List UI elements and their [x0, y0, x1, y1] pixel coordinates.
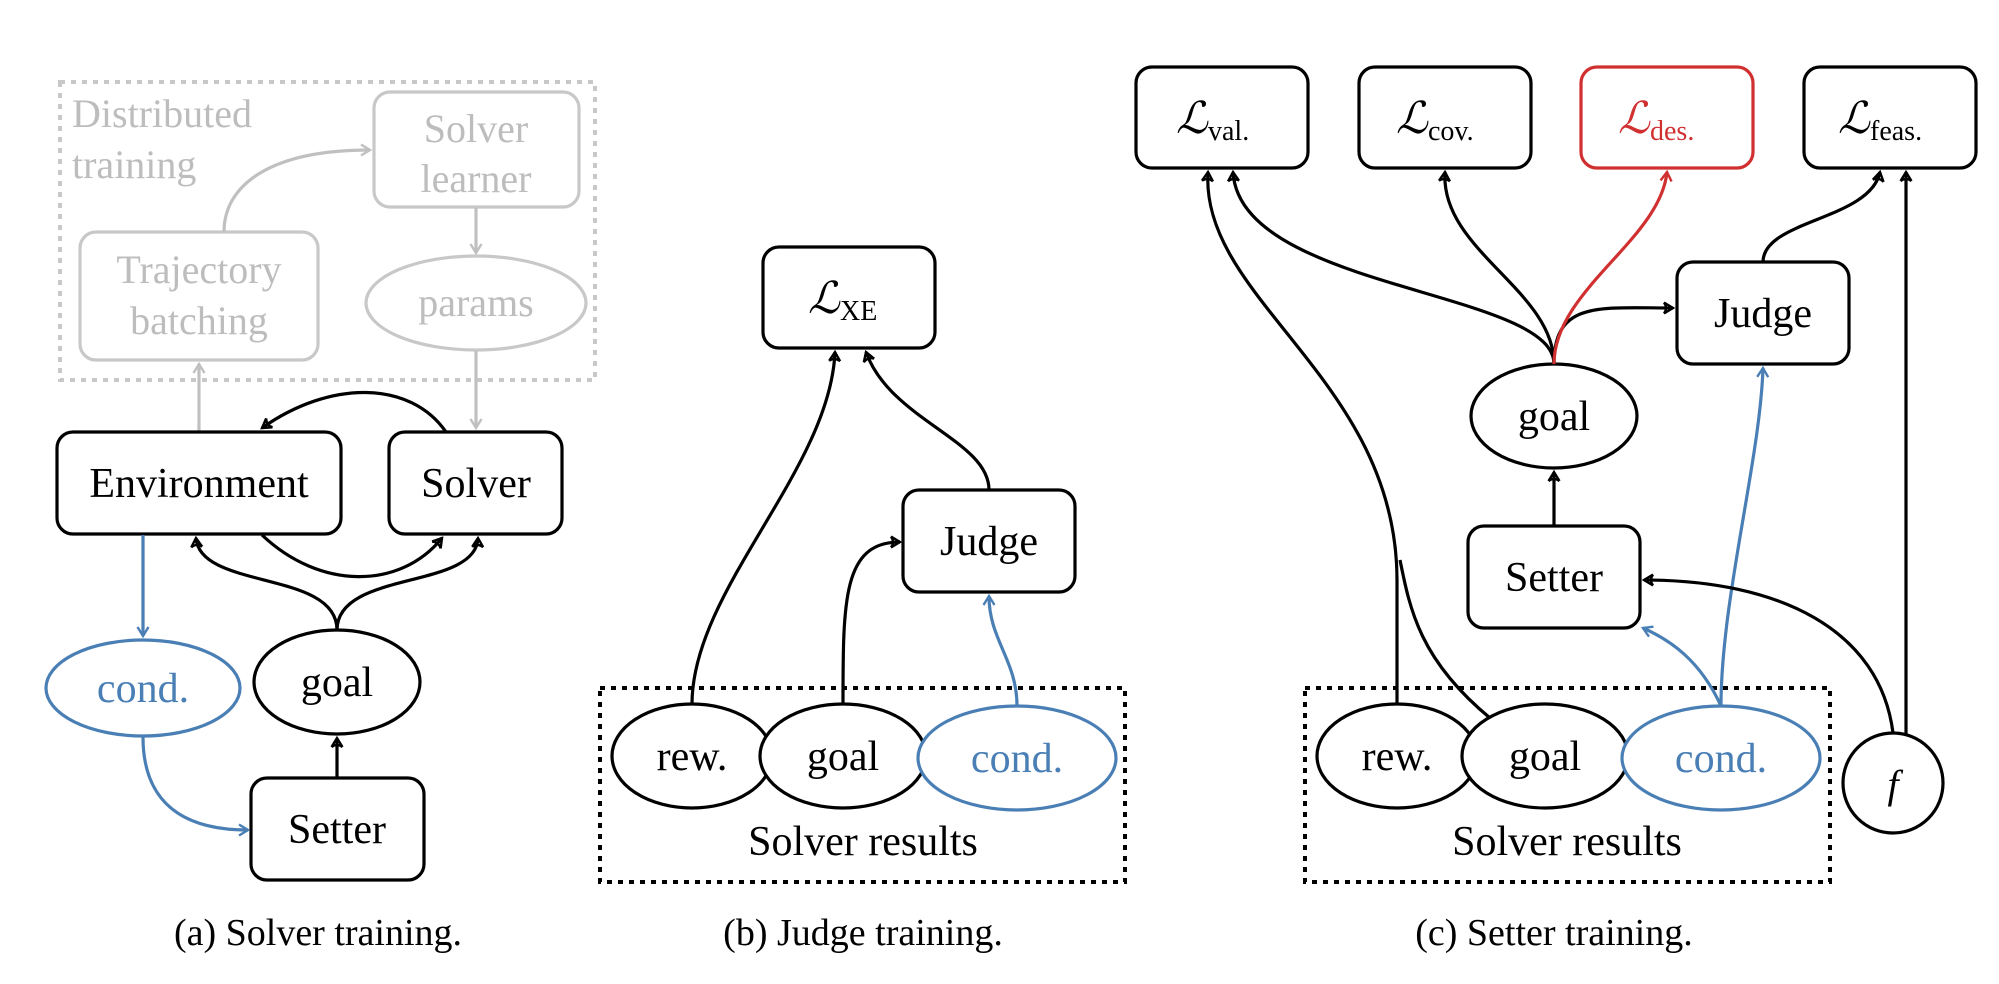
- edge-batching-to-learner: [222, 143, 373, 233]
- loss-des-symbol: ℒ: [1618, 94, 1651, 143]
- edge-cond-to-judge-c: [1719, 365, 1770, 707]
- loss-cov-sub: cov.: [1428, 116, 1474, 147]
- distributed-training-label-1: Distributed: [72, 91, 252, 136]
- edge-cond-to-setter: [141, 736, 251, 837]
- loss-cov-node: [1357, 65, 1533, 170]
- loss-des-sub: des.: [1650, 116, 1694, 147]
- panel-a: Distributed training Solver learner Traj…: [44, 80, 597, 954]
- params-label: params: [418, 280, 534, 325]
- loss-xe-symbol: ℒ: [808, 274, 841, 323]
- loss-cov-symbol: ℒ: [1396, 94, 1429, 143]
- solver-node: [387, 430, 564, 536]
- solver-label: Solver: [421, 461, 531, 507]
- edge-cond-to-setter-c: [1640, 625, 1723, 707]
- cond-c-label: cond.: [1675, 736, 1767, 782]
- params-node: [364, 254, 588, 352]
- solver-learner-node: [372, 90, 581, 209]
- caption-b: (b) Judge training.: [723, 912, 1003, 954]
- solver-results-label-b: Solver results: [748, 819, 978, 865]
- loss-xe-node: [761, 245, 937, 350]
- goal-result-c-label: goal: [1509, 734, 1581, 780]
- cond-label: cond.: [97, 666, 189, 712]
- loss-val-symbol: ℒ: [1176, 94, 1209, 143]
- rew-c-label: rew.: [1362, 734, 1433, 780]
- solver-results-group-c: [1303, 686, 1832, 884]
- trajectory-batching-node: [78, 230, 320, 362]
- caption-c: (c) Setter training.: [1415, 912, 1693, 954]
- environment-node: [55, 430, 343, 536]
- edge-goal-to-lossval: [1227, 169, 1556, 365]
- goal-b-label: goal: [807, 734, 879, 780]
- edge-goal-to-lossdes: [1552, 169, 1673, 365]
- edge-goal-to-env: [190, 535, 339, 631]
- setter-c-label: Setter: [1505, 555, 1603, 601]
- loss-feas-symbol: ℒ: [1838, 94, 1871, 143]
- edge-env-to-solver: [260, 533, 444, 579]
- loss-des-node: [1579, 65, 1755, 170]
- goal-label: goal: [301, 660, 373, 706]
- judge-b-label: Judge: [940, 519, 1038, 565]
- rew-b-label: rew.: [657, 734, 728, 780]
- edge-goal-to-judge-c: [1552, 301, 1676, 365]
- solver-results-group-b: [598, 686, 1127, 884]
- edge-judge-to-lossfeas: [1761, 169, 1885, 263]
- solver-results-label-c: Solver results: [1452, 819, 1682, 865]
- loss-val-sub: val.: [1208, 116, 1249, 147]
- loss-feas-node: [1802, 65, 1978, 170]
- edge-judge-to-lossxe: [862, 349, 991, 491]
- setter-label: Setter: [288, 807, 386, 853]
- caption-a: (a) Solver training.: [174, 912, 462, 954]
- cond-node: [44, 638, 242, 738]
- panel-b: ℒ XE Judge rew. goal cond. Solver result…: [598, 245, 1127, 954]
- solver-learner-label-2: learner: [420, 156, 531, 201]
- trajectory-batching-label-2: batching: [130, 298, 268, 343]
- loss-xe-sub: XE: [840, 296, 877, 327]
- environment-label: Environment: [89, 461, 309, 507]
- judge-c-label: Judge: [1714, 291, 1812, 337]
- panel-c: ℒ val. ℒ cov. ℒ des. ℒ feas. Judge goal …: [1134, 65, 1978, 954]
- trajectory-batching-label-1: Trajectory: [116, 247, 281, 292]
- cond-b-label: cond.: [971, 736, 1063, 782]
- edge-f-to-setter: [1641, 573, 1895, 734]
- edge-goal-result-to-lossval: [1398, 559, 1492, 720]
- distributed-training-label-2: training: [72, 142, 196, 187]
- loss-feas-sub: feas.: [1870, 116, 1922, 147]
- edge-goal-to-solver: [335, 535, 485, 631]
- distributed-training-group: [58, 80, 597, 382]
- edge-goal-to-losscov: [1437, 169, 1556, 365]
- edge-solver-to-env: [260, 390, 448, 433]
- edge-cond-to-judge: [982, 593, 1019, 707]
- loss-val-node: [1134, 65, 1310, 170]
- solver-learner-label-1: Solver: [424, 106, 528, 151]
- goal-c-label: goal: [1518, 394, 1590, 440]
- edge-rew-to-lossval: [1200, 169, 1399, 704]
- edge-goal-to-judge: [841, 535, 903, 705]
- edge-rew-to-lossxe: [690, 349, 842, 705]
